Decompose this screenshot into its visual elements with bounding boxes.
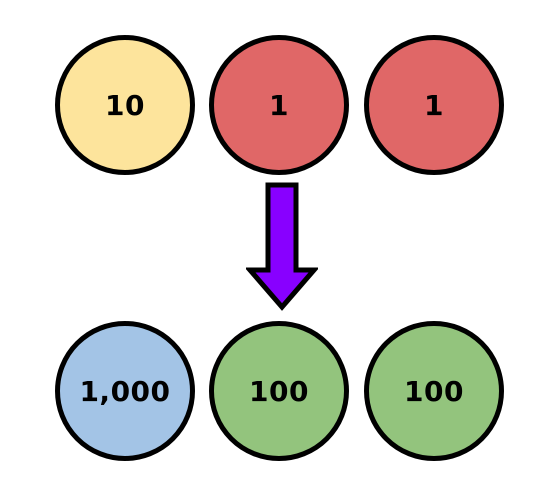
disc-thousand: 1,000 [55, 321, 195, 461]
disc-one: 1 [209, 35, 349, 175]
down-arrow-icon [246, 182, 318, 311]
disc-label: 100 [249, 374, 309, 408]
disc-label: 1,000 [79, 374, 171, 408]
disc-label: 1 [424, 88, 444, 122]
disc-label: 1 [269, 88, 289, 122]
disc-hundred: 100 [364, 321, 504, 461]
arrow-shape [246, 182, 318, 311]
disc-hundred: 100 [209, 321, 349, 461]
disc-label: 100 [404, 374, 464, 408]
disc-ten: 10 [55, 35, 195, 175]
disc-one: 1 [364, 35, 504, 175]
disc-label: 10 [105, 88, 145, 122]
